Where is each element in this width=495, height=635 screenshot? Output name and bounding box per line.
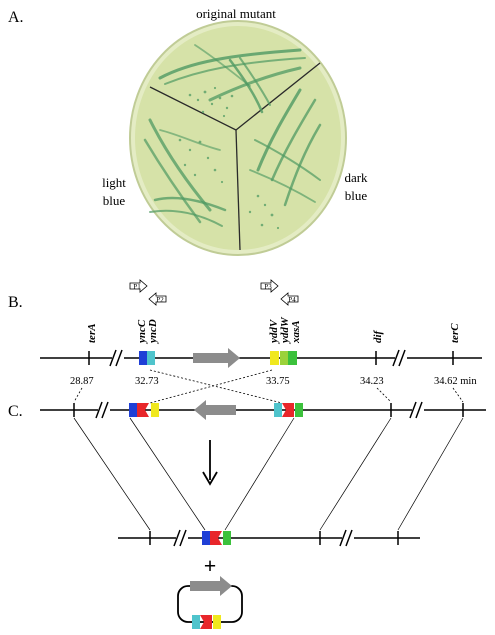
plus-sign: +	[204, 553, 217, 578]
streaks-left	[143, 118, 227, 227]
sector-label-left-1: light	[102, 175, 126, 190]
primer-p3-label: P3	[264, 283, 272, 291]
pos-2: 32.73	[135, 376, 159, 387]
primer-p2: P2	[148, 292, 167, 306]
divider-bottom	[235, 129, 241, 251]
sector-label-right-1: dark	[344, 170, 368, 185]
sector-label-top: original mutant	[196, 6, 276, 21]
primer-p1-arrow	[129, 279, 148, 293]
primer-p2-arrow	[148, 292, 167, 306]
converging-lines	[73, 417, 464, 531]
primer-p3: P3	[260, 279, 279, 293]
panel-c-label: C.	[8, 403, 23, 420]
gene-yddw-box	[280, 351, 288, 365]
gene-label-yddw: yddW	[279, 316, 291, 345]
panel-a-label: A.	[8, 9, 24, 26]
divider-left	[149, 86, 237, 131]
excised-circle	[177, 576, 243, 629]
primer-p4: P4	[280, 292, 299, 306]
down-arrow	[202, 440, 218, 486]
chromosome-b	[40, 348, 482, 368]
primer-p3-arrow	[260, 279, 279, 293]
primer-p4-arrow	[280, 292, 299, 306]
gene-label-tera: terA	[86, 323, 98, 343]
gene-label-xasa: xasA	[290, 320, 302, 344]
pos-5: 34.62 min	[434, 376, 477, 387]
primer-p4-label: P4	[288, 296, 296, 304]
dots-top	[188, 86, 234, 118]
sector-label-right-2: blue	[345, 188, 368, 203]
gene-label-yncd: yncD	[147, 319, 159, 345]
product-chromosome	[118, 529, 420, 547]
break-b-1	[109, 349, 117, 367]
gene-label-yncc: yncC	[136, 319, 148, 345]
dots-left	[178, 138, 224, 184]
pos-3: 33.75	[266, 376, 290, 387]
primer-p1: P1	[129, 279, 148, 293]
chromosome-c	[40, 400, 486, 420]
gene-label-dif: dif	[372, 329, 384, 343]
gene-yddv-box	[270, 351, 279, 365]
gene-ync-d-box	[147, 351, 155, 365]
pos-4: 34.23	[360, 376, 384, 387]
dots-right	[248, 194, 280, 230]
gene-label-yddv: yddV	[268, 318, 280, 345]
sector-label-left-2: blue	[103, 193, 126, 208]
gray-arrow-c	[194, 400, 236, 420]
streaks-top	[158, 44, 306, 114]
pos-1: 28.87	[70, 376, 94, 387]
panel-b-label: B.	[8, 294, 23, 311]
gray-arrow-b	[193, 348, 240, 368]
streaks-right	[249, 88, 322, 207]
gene-label-terc: terC	[449, 323, 461, 343]
gene-ync-c-box	[139, 351, 147, 365]
plate-agar	[135, 26, 341, 250]
divider-right	[235, 62, 321, 131]
gene-xasa-box	[288, 351, 297, 365]
petri-dish	[129, 20, 347, 256]
break-c-1	[95, 401, 103, 419]
primer-p1-label: P1	[133, 283, 141, 291]
primer-p2-label: P2	[156, 296, 164, 304]
dotted-connectors	[73, 369, 464, 404]
break-b-2	[392, 349, 400, 367]
break-c-2	[409, 401, 417, 419]
